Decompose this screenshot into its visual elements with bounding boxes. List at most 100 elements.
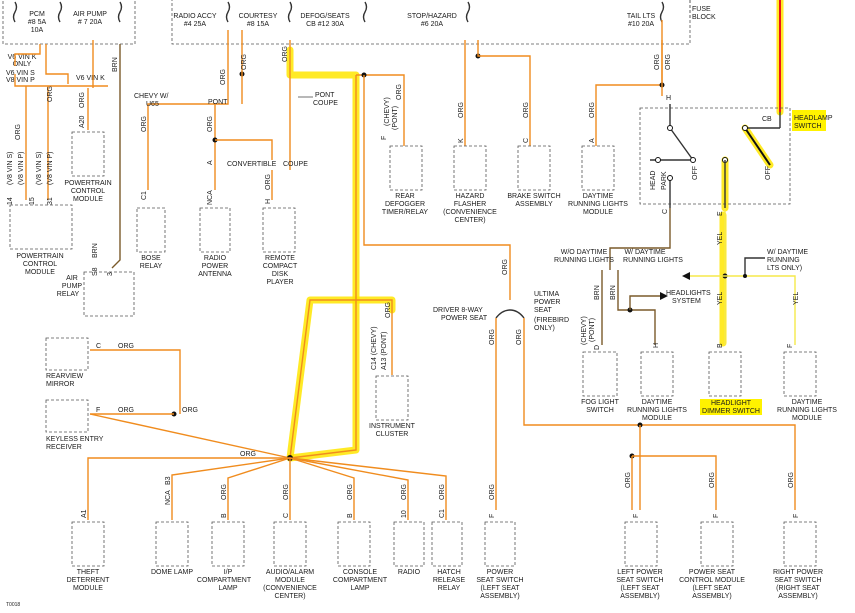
air-pump-relay-label-2: PUMP <box>62 283 83 290</box>
lps-label-3: (LEFT SEAT <box>620 585 660 592</box>
note-driver-8way-2: POWER SEAT <box>441 315 488 322</box>
drl-top-label-1: DAYTIME <box>583 193 614 200</box>
hazard-label-3: (CONVENIENCE <box>443 209 497 216</box>
wire-console <box>289 457 355 520</box>
ps-control-box <box>700 521 734 567</box>
brake-switch-label-2: ASSEMBLY <box>515 201 553 208</box>
wire-hatch <box>289 457 447 520</box>
pin-c1-bose: C1 <box>141 191 148 200</box>
left-ps-switch-box <box>624 521 658 567</box>
console-lamp-box <box>337 521 371 567</box>
pin-h-drl-mid: H <box>653 343 660 348</box>
note-v8-vin-p: V8 VIN P <box>6 77 35 84</box>
wire-pcm-feed <box>45 44 69 84</box>
fuse-pcm-rating: #8 5A <box>28 19 47 26</box>
wire-label-org-radio-2: ORG <box>241 54 248 70</box>
switch-off-1: OFF <box>692 166 699 180</box>
pin-a-antenna: A <box>207 160 214 165</box>
wire-label-yel-3: YEL <box>793 292 800 305</box>
lps-label-4: ASSEMBLY) <box>620 593 660 600</box>
note-pont-coupe-2: COUPE <box>313 100 338 107</box>
psc-label-1: POWER SEAT <box>689 569 736 576</box>
hatch-label-1: HATCH <box>437 569 461 576</box>
note-v6-vin-k: V6 VIN K <box>76 75 105 82</box>
note-w-drl-only-3: LTS ONLY) <box>767 265 802 272</box>
psc-label-2: CONTROL MODULE <box>679 577 745 584</box>
wire-ip-lamp <box>227 457 291 520</box>
wire-label-org-ps: ORG <box>489 484 496 500</box>
wire-mirror <box>90 349 181 414</box>
wire-label-org-console: ORG <box>347 484 354 500</box>
fuse-symbol-radio <box>225 1 231 23</box>
headlamp-switch-box <box>639 107 791 205</box>
ps-label-1: POWER <box>487 569 513 576</box>
drl-mid-label-2: RUNNING LIGHTS <box>627 407 687 414</box>
wire-label-org-cluster: ORG <box>385 302 392 318</box>
wire-label-org-pont: ORG <box>207 116 214 132</box>
mirror-label-1: REARVIEW <box>46 373 84 380</box>
fuse-radio-name: RADIO ACCY <box>173 13 217 20</box>
rps-label-3: (RIGHT SEAT <box>776 585 820 592</box>
rear-defogger-label-1: REAR <box>395 193 414 200</box>
splice-drl-only <box>743 274 747 278</box>
hazard-label-2: FLASHER <box>454 201 486 208</box>
fuse-symbol-defog <box>287 1 293 23</box>
rps-label-1: RIGHT POWER <box>773 569 823 576</box>
switch-h-blade <box>669 127 694 161</box>
wire-theft <box>87 457 290 520</box>
top-middle-section: ORG ORG ORG ORG ORG ORG F (CHEVY) (PONT)… <box>356 20 672 300</box>
psc-label-4: ASSEMBLY) <box>692 593 732 600</box>
rear-defogger-box <box>389 145 423 191</box>
fuse-block-label-2: BLOCK <box>692 14 716 21</box>
audio-label-2: MODULE <box>275 577 305 584</box>
wire-label-org-hazard: ORG <box>458 102 465 118</box>
dome-lamp-box <box>155 521 189 567</box>
headlights-system-label-1: HEADLIGHTS <box>666 290 711 297</box>
ip-lamp-box <box>211 521 245 567</box>
brake-switch-box <box>517 145 551 191</box>
wire-airpump-brn <box>111 44 121 269</box>
pin-b-console: B <box>347 513 354 518</box>
cluster-label-2: CLUSTER <box>376 431 409 438</box>
headlamp-switch-label-1: HEADLAMP <box>794 115 833 122</box>
pin-a-drl: A <box>589 138 596 143</box>
wire-label-org-tail-2: ORG <box>665 54 672 70</box>
note-pont-fog: (PONT) <box>589 318 596 342</box>
drl-right-label-1: DAYTIME <box>792 399 823 406</box>
note-c14-chevy: C14 (CHEVY) <box>371 326 378 370</box>
switch-e: E <box>717 211 724 216</box>
switch-node-cb <box>742 125 748 131</box>
highlight-dimmer-label <box>700 399 762 415</box>
pin-f-keyless: F <box>96 407 100 414</box>
pin-a20: A20 <box>79 115 86 128</box>
hazard-flasher-box <box>453 145 487 191</box>
switch-h: H <box>666 95 671 102</box>
pin-31: 31 <box>47 197 54 205</box>
instrument-cluster-box <box>375 375 409 421</box>
note-v6-vin-k-only-2: ONLY <box>13 61 32 68</box>
wire-label-org-pcm-3: ORG <box>79 92 86 108</box>
fuse-airpump-name: AIR PUMP <box>73 11 107 18</box>
cd-player-label-3: DISK <box>272 271 289 278</box>
power-seat-section: DRIVER 8-WAY POWER SEAT ULTIMA POWER SEA… <box>433 259 823 600</box>
drl-mid-label-1: DAYTIME <box>642 399 673 406</box>
note-chevy-defog: (CHEVY) <box>384 97 391 126</box>
fuse-block: FUSE BLOCK PCM #8 5A 10A AIR PUMP # 7 20… <box>2 0 716 45</box>
pcm-upper-box <box>71 131 105 177</box>
wire-label-org-hatch: ORG <box>439 484 446 500</box>
note-v8-vin-s-2: (V8 VIN S) <box>36 152 43 185</box>
drl-right-label-2: RUNNING LIGHTS <box>777 407 837 414</box>
radio-box <box>393 521 425 567</box>
wire-label-org-radio-b: ORG <box>401 484 408 500</box>
note-pont-defog: (PONT) <box>392 106 399 130</box>
note-v8-vin-p-1: (V8 VIN P) <box>18 152 25 185</box>
switch-cb-blade <box>744 127 771 166</box>
wire-seat-feed <box>363 75 511 300</box>
drl-top-label-3: MODULE <box>583 209 613 216</box>
fuse-pcm-name: PCM <box>29 11 45 18</box>
note-ultima-4: (FIREBIRD <box>534 317 569 324</box>
wire-drl-mid-brn <box>617 270 656 345</box>
pin-c-brake: C <box>523 138 530 143</box>
theft-box <box>71 521 105 567</box>
bose-relay-label-2: RELAY <box>140 263 163 270</box>
